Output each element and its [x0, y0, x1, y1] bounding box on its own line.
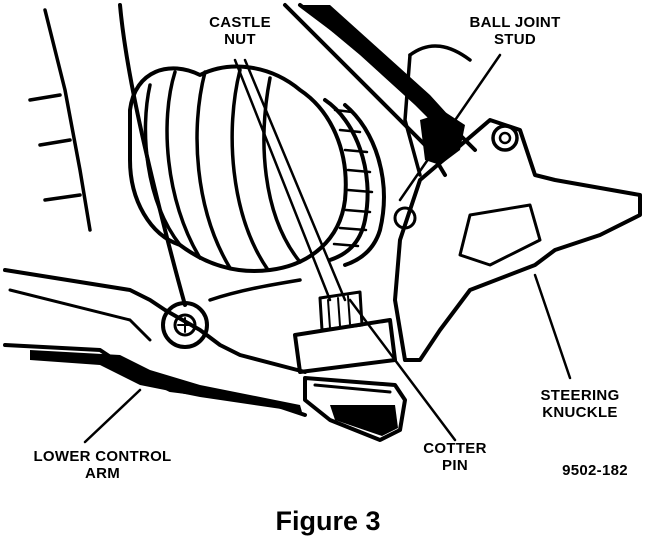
- frame-line: [28, 93, 62, 102]
- cv-boot: [128, 64, 348, 273]
- stud-arm: [408, 44, 472, 62]
- figure-caption: Figure 3: [275, 506, 381, 536]
- label-lower-control-arm: LOWER CONTROL ARM: [10, 448, 195, 482]
- arm-shading: [30, 350, 302, 412]
- housing-shading: [330, 405, 398, 436]
- label-cotter-pin-line1: COTTER: [423, 440, 487, 457]
- leader-steering-knuckle: [533, 273, 572, 380]
- stud-arm: [403, 53, 422, 177]
- leader-castle-nut: [243, 58, 347, 302]
- label-ball-joint-stud-line1: BALL JOINT: [469, 14, 561, 31]
- lower-control-arm-shape: [3, 268, 307, 417]
- label-castle-nut: CASTLE NUT: [200, 14, 280, 48]
- frame-line: [43, 193, 82, 202]
- label-lower-control-arm-line1: LOWER CONTROL: [33, 448, 172, 465]
- label-castle-nut-line2: NUT: [224, 31, 256, 48]
- label-lower-control-arm-line2: ARM: [84, 465, 121, 482]
- label-steering-knuckle-line1: STEERING: [540, 387, 620, 404]
- tie-link: [118, 3, 187, 307]
- frame-line: [43, 8, 92, 232]
- leader-cotter-pin: [348, 298, 457, 442]
- leader-ball-joint: [398, 53, 502, 202]
- label-cotter-pin: COTTER PIN: [410, 440, 500, 474]
- arm-connector: [208, 278, 302, 302]
- label-ball-joint-stud: BALL JOINT STUD: [460, 14, 570, 48]
- figure-code: 9502-182: [562, 462, 628, 479]
- frame-line: [38, 138, 72, 147]
- leader-castle-nut: [233, 58, 332, 302]
- castle-nut-block: [293, 290, 397, 374]
- label-cotter-pin-line2: PIN: [442, 457, 468, 474]
- label-steering-knuckle: STEERING KNUCKLE: [525, 387, 635, 421]
- lower-housing: [303, 376, 407, 442]
- label-steering-knuckle-line2: KNUCKLE: [542, 404, 618, 421]
- boot-clamp: [323, 98, 386, 267]
- steering-knuckle-shape: [393, 118, 642, 362]
- label-ball-joint-stud-line2: STUD: [493, 31, 537, 48]
- strut-shading: [300, 5, 460, 145]
- label-castle-nut-line1: CASTLE: [209, 14, 271, 31]
- leader-lower-arm: [83, 388, 142, 444]
